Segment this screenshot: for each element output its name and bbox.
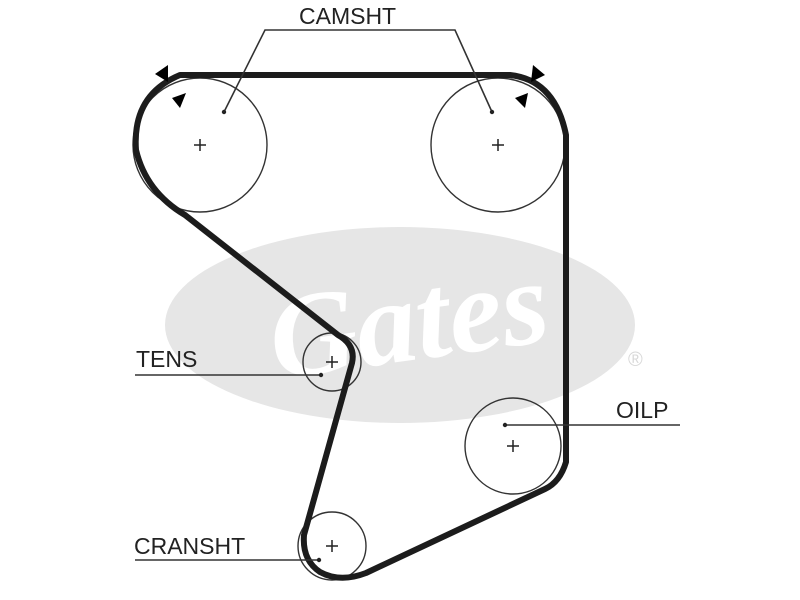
crankshaft-pulley (297, 511, 367, 581)
plus-icon (326, 540, 338, 552)
camshaft-right-dot (489, 109, 495, 115)
timing-mark-triangle-icon (172, 93, 186, 108)
timing-belt (132, 72, 569, 581)
watermark-oval (165, 227, 635, 423)
timing-mark-triangle-icon (531, 65, 545, 82)
timing-marks (155, 65, 545, 108)
plus-icon (194, 139, 206, 151)
timing-mark-triangle-icon (155, 65, 168, 82)
pulley-center-crosses (194, 139, 519, 552)
camshaft-label: CAMSHT (299, 3, 396, 29)
crankshaft-label: CRANSHT (134, 533, 245, 559)
watermark-registered-mark: ® (628, 349, 643, 371)
camshaft-left-dot (221, 109, 227, 115)
component-labels: CAMSHT TENS OILP CRANSHT (134, 3, 668, 559)
camshaft-leader-line (223, 29, 493, 113)
oil-pump-label: OILP (616, 397, 668, 423)
oil-pump-dot (502, 422, 508, 428)
gates-watermark: Gates ® (165, 227, 643, 423)
timing-mark-triangle-icon (515, 93, 528, 108)
oil-pump-pulley (464, 397, 562, 495)
leader-lines (135, 29, 680, 563)
tensioner-label: TENS (136, 346, 197, 372)
plus-icon (492, 139, 504, 151)
plus-icon (507, 440, 519, 452)
plus-icon (326, 356, 338, 368)
tensioner-dot (318, 372, 324, 378)
crankshaft-dot (316, 557, 322, 563)
